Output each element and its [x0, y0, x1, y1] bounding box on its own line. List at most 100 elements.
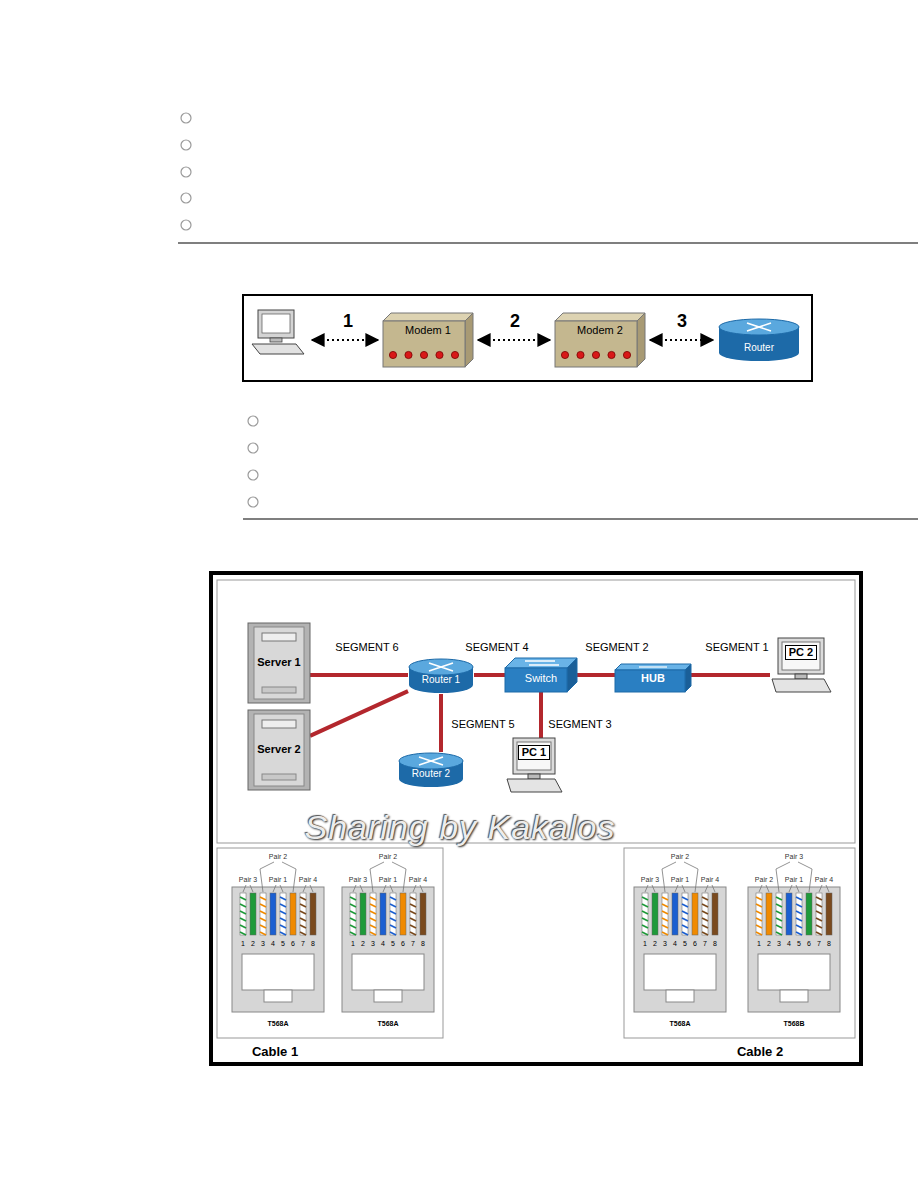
pair-label: Pair 1 [379, 876, 397, 884]
pair-label: Pair 3 [641, 876, 659, 884]
pin-number: 5 [391, 940, 395, 948]
pin-number: 2 [767, 940, 771, 948]
pair-label: Pair 3 [785, 853, 803, 861]
network-cable [577, 673, 615, 677]
radio-button [181, 113, 191, 123]
pin-number: 6 [693, 940, 697, 948]
server-node: Server 1 [248, 623, 310, 703]
pin-number: 6 [291, 940, 295, 948]
pin-number: 8 [311, 940, 315, 948]
pin-number: 5 [281, 940, 285, 948]
pin-number: 7 [301, 940, 305, 948]
pair-label: Pair 4 [815, 876, 833, 884]
segment-label: SEGMENT 2 [585, 641, 648, 653]
pin-number: 4 [271, 940, 275, 948]
network-cable [310, 673, 408, 677]
pin-number: 4 [673, 940, 677, 948]
segment-label: SEGMENT 6 [335, 641, 398, 653]
network-cable [691, 673, 770, 677]
pc-node: PC 1 [505, 738, 563, 794]
pin-number: 4 [381, 940, 385, 948]
node-label: PC 1 [518, 745, 550, 760]
pin-number: 3 [261, 940, 265, 948]
modem-shape [555, 313, 645, 367]
pin-number: 1 [757, 940, 761, 948]
separator-rule [178, 242, 918, 243]
wiring-standard: T568A [377, 1020, 398, 1028]
modem-node: Modem 2 [555, 313, 645, 367]
node-label: HUB [641, 672, 665, 685]
pair-label: Pair 2 [379, 853, 397, 861]
rj45-jack [634, 862, 726, 1012]
radio-button [248, 497, 258, 507]
rj45-jack [748, 862, 840, 1012]
node-label: Server 2 [257, 743, 300, 756]
network-cable [474, 673, 505, 677]
radio-button [181, 167, 191, 177]
pin-number: 8 [713, 940, 717, 948]
link-arrow [478, 339, 550, 341]
pair-label: Pair 2 [269, 853, 287, 861]
cable-panel [217, 848, 443, 1038]
pin-number: 8 [827, 940, 831, 948]
pc-node: PC 2 [770, 638, 832, 694]
modem-shape [383, 313, 473, 367]
pin-number: 7 [411, 940, 415, 948]
watermark: Sharing by Kakalos [305, 809, 616, 846]
node-label: Router 2 [412, 768, 450, 780]
radio-button [181, 140, 191, 150]
link-arrow [312, 339, 378, 341]
pair-label: Pair 4 [299, 876, 317, 884]
pin-number: 3 [371, 940, 375, 948]
node-label: Modem 2 [577, 324, 623, 337]
node-label: Switch [525, 672, 557, 685]
pair-label: Pair 2 [671, 853, 689, 861]
pin-number: 7 [703, 940, 707, 948]
pin-number: 1 [351, 940, 355, 948]
pin-number: 6 [807, 940, 811, 948]
callout-number: 1 [343, 312, 353, 332]
router-node: Router 2 [398, 752, 464, 788]
pin-number: 1 [241, 940, 245, 948]
computer-icon [252, 310, 304, 354]
pair-label: Pair 4 [409, 876, 427, 884]
segment-label: SEGMENT 1 [705, 641, 768, 653]
router-shape [718, 318, 800, 362]
callout-number: 2 [510, 312, 520, 332]
rj45-jack [232, 862, 324, 1012]
wiring-standard: T568B [783, 1020, 804, 1028]
pair-label: Pair 2 [755, 876, 773, 884]
wiring-standard: T568A [267, 1020, 288, 1028]
node-label: PC 2 [785, 645, 817, 660]
radio-button [181, 220, 191, 230]
server-node: Server 2 [248, 710, 310, 790]
pin-number: 7 [817, 940, 821, 948]
pair-label: Pair 1 [785, 876, 803, 884]
network-panel [217, 580, 855, 843]
cable-caption: Cable 1 [252, 1045, 298, 1059]
radio-button [248, 470, 258, 480]
hub-node: HUB [615, 664, 691, 692]
pin-number: 4 [787, 940, 791, 948]
switch-node: Switch [505, 658, 577, 692]
rj45-connectors [232, 862, 840, 1012]
network-cable [310, 691, 408, 736]
segment-label: SEGMENT 4 [465, 641, 528, 653]
pair-label: Pair 4 [701, 876, 719, 884]
node-label: Server 1 [257, 656, 300, 669]
network-cable [539, 692, 543, 738]
radio-button [181, 193, 191, 203]
pin-number: 3 [663, 940, 667, 948]
pair-label: Pair 3 [239, 876, 257, 884]
wiring-standard: T568A [669, 1020, 690, 1028]
link-arrow [650, 339, 713, 341]
pair-label: Pair 1 [269, 876, 287, 884]
pin-number: 3 [777, 940, 781, 948]
pair-label: Pair 3 [349, 876, 367, 884]
figure-frame [211, 573, 861, 1064]
node-label: Router 1 [422, 674, 460, 686]
radio-button [248, 443, 258, 453]
